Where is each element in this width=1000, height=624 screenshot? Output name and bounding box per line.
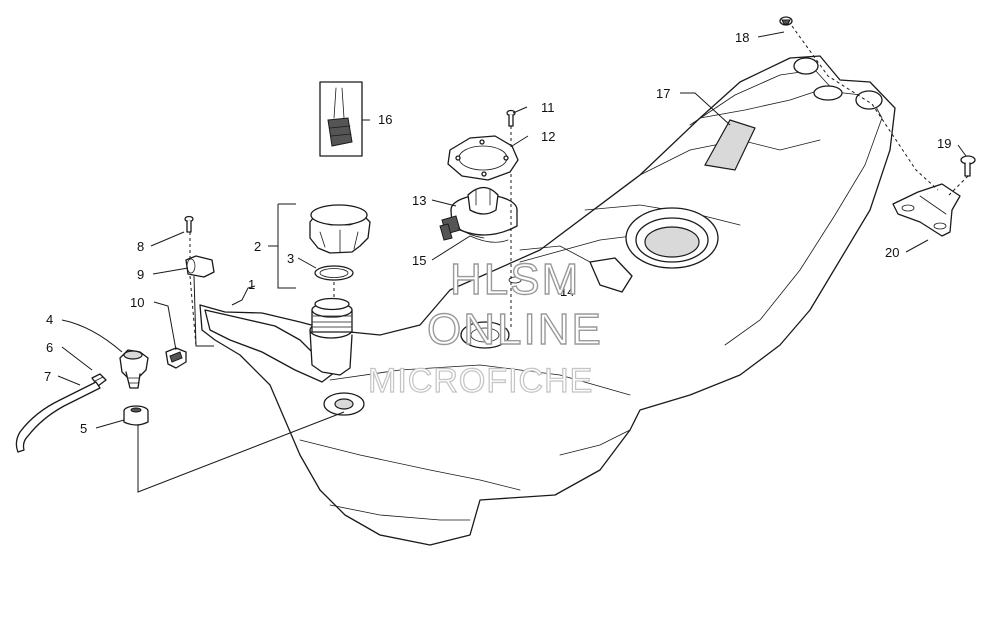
callout-9: 9 xyxy=(137,267,144,282)
cap-o-ring[interactable] xyxy=(314,265,354,281)
callout-17: 17 xyxy=(656,86,670,101)
callout-19: 19 xyxy=(937,136,951,151)
fuel-cap[interactable] xyxy=(309,204,371,254)
watermark-line-3: MICROFICHE xyxy=(368,362,593,400)
sensor-clip[interactable] xyxy=(165,347,187,369)
callout-13: 13 xyxy=(412,193,426,208)
callout-16: 16 xyxy=(378,112,392,127)
callout-2: 2 xyxy=(254,239,261,254)
watermark-line-1: HLSM xyxy=(450,255,580,304)
watermark-line-2: ONLINE xyxy=(427,305,603,354)
callout-10: 10 xyxy=(130,295,144,310)
bracket-screw-top[interactable] xyxy=(779,16,793,26)
mounting-bracket[interactable] xyxy=(892,183,961,237)
bracket-screw[interactable] xyxy=(960,155,976,177)
pump-wire-harness[interactable] xyxy=(469,235,509,243)
pump-gasket[interactable] xyxy=(508,276,522,284)
callout-3: 3 xyxy=(287,251,294,266)
watermark: HLSM ONLINE MICROFICHE xyxy=(367,254,603,400)
callout-20: 20 xyxy=(885,245,899,260)
spacer-sleeve[interactable] xyxy=(185,255,215,278)
vent-valve[interactable] xyxy=(119,349,149,389)
fuel-tank[interactable] xyxy=(199,55,896,546)
fuel-pump-assembly[interactable] xyxy=(439,186,518,241)
pump-retaining-ring[interactable] xyxy=(447,135,519,181)
callout-18: 18 xyxy=(735,30,749,45)
fuel-level-sensor[interactable] xyxy=(319,81,363,157)
vent-hose[interactable] xyxy=(15,381,101,453)
callout-11: 11 xyxy=(541,100,555,115)
callout-12: 12 xyxy=(541,129,555,144)
callout-15: 15 xyxy=(412,253,426,268)
grommet[interactable] xyxy=(123,405,149,426)
callout-8: 8 xyxy=(137,239,144,254)
mounting-screw[interactable] xyxy=(184,215,194,233)
callout-labels: 1 2 3 4 5 6 7 8 9 10 11 12 13 14 15 16 1… xyxy=(44,30,951,436)
callout-14: 14 xyxy=(560,284,574,299)
callout-7: 7 xyxy=(44,369,51,384)
callout-5: 5 xyxy=(80,421,87,436)
leader-lines xyxy=(57,25,969,493)
callout-4: 4 xyxy=(46,312,53,327)
callout-6: 6 xyxy=(46,340,53,355)
callout-1: 1 xyxy=(248,277,255,292)
